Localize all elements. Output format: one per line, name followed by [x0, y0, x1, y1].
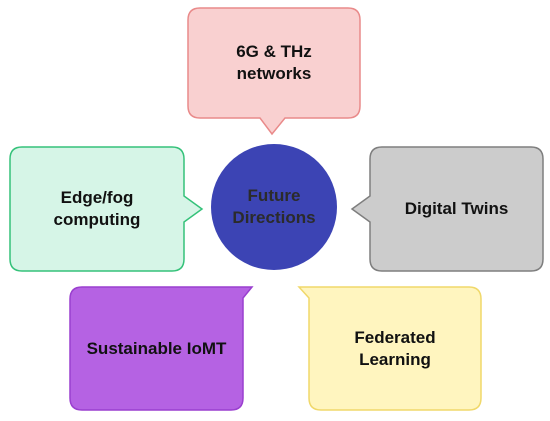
node-label-bottom-left: Sustainable IoMT	[86, 338, 227, 358]
callout-bottom-right	[297, 286, 482, 411]
callout-bottom-left	[69, 286, 254, 411]
node-label-right: Digital Twins	[404, 199, 509, 218]
center-circle	[211, 144, 337, 270]
center-label: Future Directions	[232, 186, 316, 227]
callout-left	[9, 146, 204, 272]
node-label-left: Edge/fog computing	[53, 188, 141, 229]
callout-right	[350, 146, 544, 272]
callout-top	[187, 7, 361, 136]
node-label-bottom-right: Federated Learning	[354, 327, 436, 369]
node-label-top: 6G & THz networks	[236, 42, 312, 83]
